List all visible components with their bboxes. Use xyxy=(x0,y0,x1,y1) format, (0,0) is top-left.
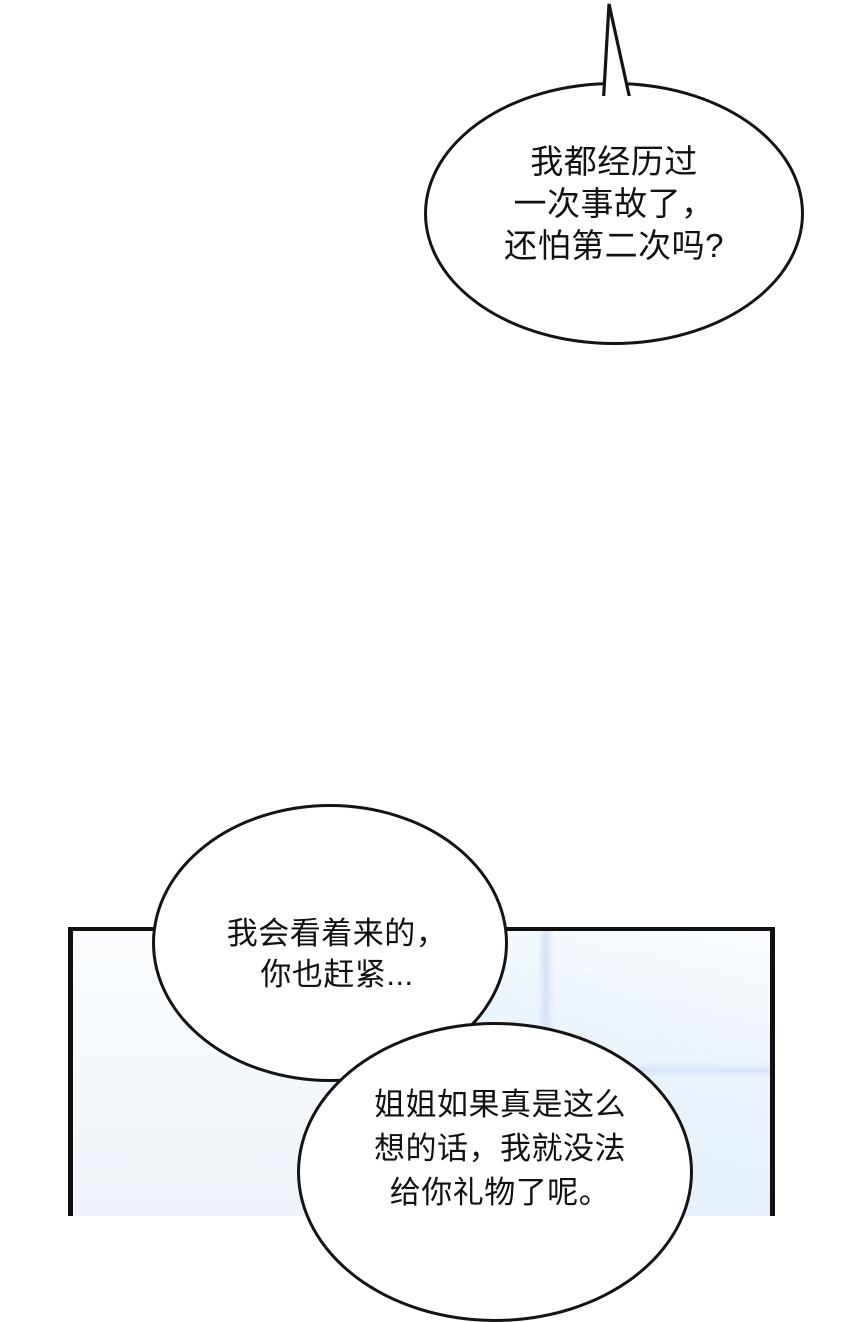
speech-bubble-1-text: 我都经历过 一次事故了， 还怕第二次吗? xyxy=(504,143,724,264)
speech-bubble-3: 姐姐如果真是这么 想的话，我就没法 给你礼物了呢。 xyxy=(297,1022,693,1322)
comic-page: 我都经历过 一次事故了， 还怕第二次吗? 我会看着来的， 你也赶紧... 姐姐如… xyxy=(68,3,804,1322)
speech-bubble-2-text: 我会看着来的， 你也赶紧... xyxy=(226,916,448,992)
speech-bubble-1: 我都经历过 一次事故了， 还怕第二次吗? xyxy=(424,82,804,345)
speech-bubble-2: 我会看着来的， 你也赶紧... xyxy=(152,804,508,1082)
speech-bubble-3-text: 姐姐如果真是这么 想的话，我就没法 给你礼物了呢。 xyxy=(374,1087,626,1210)
